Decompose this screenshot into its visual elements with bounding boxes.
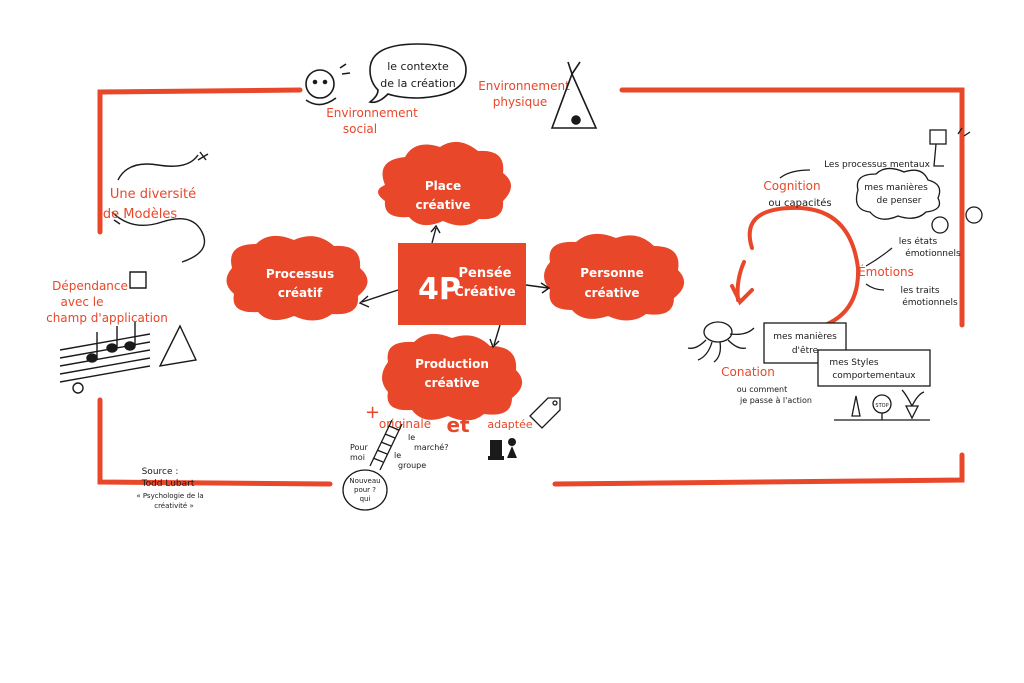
originale-label: originale	[379, 417, 431, 431]
speech-bubble: le contexte de la création	[368, 43, 467, 104]
cloud-production-line2: créative	[424, 376, 479, 390]
cloud-place-line1: Place	[425, 179, 461, 193]
styles-line1: mes Styles	[829, 358, 878, 368]
cloud-processus: Processus créatif	[226, 235, 368, 321]
pour-moi-line2: moi	[350, 453, 365, 462]
stop-sign-label: STOP	[875, 403, 888, 409]
cognition-label: Cognition	[763, 179, 820, 193]
etats-line2: émotionnels	[905, 248, 961, 259]
adaptee-label: adaptée	[487, 418, 533, 431]
ladder-sketch	[369, 419, 403, 471]
source-author: Todd Lubart	[141, 479, 195, 489]
traits-line1: les traits	[900, 286, 939, 296]
emotions-label: Émotions	[858, 264, 914, 279]
cloud-processus-line1: Processus	[266, 267, 334, 281]
manieres-penser-line2: de penser	[877, 196, 922, 206]
diversite-line1: Une diversité	[110, 187, 196, 202]
bubble-line1: le contexte	[387, 60, 449, 73]
nouveau-line1: Nouveau	[349, 477, 380, 485]
physique-line1: Environnement	[478, 79, 570, 93]
cloud-processus-line2: créatif	[278, 286, 323, 300]
source-book-line2: créativité »	[154, 502, 194, 510]
plus-mark: +	[365, 402, 380, 423]
processus-mentaux-arrow	[779, 169, 811, 179]
social-line1: Environnement	[326, 106, 418, 120]
processus-mentaux-label: Les processus mentaux	[824, 160, 931, 170]
styles-line2: comportementaux	[832, 371, 916, 381]
source-book-line1: « Psychologie de la	[136, 492, 203, 500]
conation-sub-line2: je passe à l'action	[739, 396, 812, 405]
stop-and-plant-sketch	[834, 389, 930, 421]
chess-pieces-icon	[488, 438, 517, 460]
pensee-label: Pensée	[459, 266, 512, 281]
octopus-sketch	[687, 321, 755, 363]
dependance-line1: Dépendance	[52, 279, 128, 293]
manieres-penser-line1: mes manières	[864, 182, 928, 193]
nouveau-bubble: Nouveau pour ? qui	[342, 469, 388, 511]
traits-line2: émotionnels	[902, 297, 958, 308]
emotion-arrows	[865, 247, 893, 291]
marche-line1: le	[408, 433, 415, 442]
central-4p-box: 4P Pensée Créative	[398, 243, 526, 325]
bubble-line2: de la création	[380, 77, 455, 90]
marche-line2: marché?	[414, 442, 448, 452]
tent-icon	[550, 61, 598, 129]
frame	[97, 87, 965, 487]
groupe-line2: groupe	[398, 461, 426, 470]
cloud-place: Place créative	[378, 141, 511, 226]
cloud-personne-line1: Personne	[580, 266, 643, 280]
creative-label: Créative	[454, 285, 516, 300]
styles-box: mes Styles comportementaux	[817, 349, 931, 387]
manieres-etre-line2: d'être	[792, 345, 819, 356]
tag-icon	[529, 397, 561, 429]
manieres-etre-line1: mes manières	[773, 331, 837, 342]
conation-label: Conation	[721, 365, 775, 379]
social-sketch	[305, 63, 351, 106]
source-label: Source :	[142, 467, 179, 477]
cloud-production: Production créative	[382, 333, 523, 421]
diversite-path	[111, 151, 209, 263]
diversite-line2: de Modèles	[103, 207, 177, 222]
conation-sub-line1: ou comment	[737, 385, 788, 394]
cloud-personne: Personne créative	[544, 233, 685, 321]
social-line2: social	[343, 122, 377, 136]
music-and-geometry-sketch	[59, 271, 198, 394]
cloud-production-line1: Production	[415, 357, 489, 371]
etats-line1: les états	[899, 236, 938, 247]
cycle-arrow	[730, 205, 861, 332]
nouveau-line3: qui	[360, 495, 371, 503]
pensee-cloud: mes manières de penser	[855, 167, 941, 220]
faces-sketch	[931, 206, 983, 234]
capacites-label: ou capacités	[768, 197, 831, 209]
cloud-personne-line2: créative	[584, 286, 639, 300]
groupe-line1: le	[394, 451, 401, 460]
center-arrows	[358, 224, 551, 349]
dependance-line3: champ d'application	[46, 311, 168, 325]
dependance-line2: avec le	[61, 295, 104, 309]
nouveau-line2: pour ?	[354, 486, 376, 494]
physique-line2: physique	[493, 95, 548, 109]
cloud-place-line2: créative	[415, 198, 470, 212]
4p-mark: 4P	[418, 272, 461, 307]
et-label: et	[446, 413, 470, 437]
pour-moi-line1: Pour	[350, 443, 369, 452]
thinker-icon	[929, 127, 971, 167]
